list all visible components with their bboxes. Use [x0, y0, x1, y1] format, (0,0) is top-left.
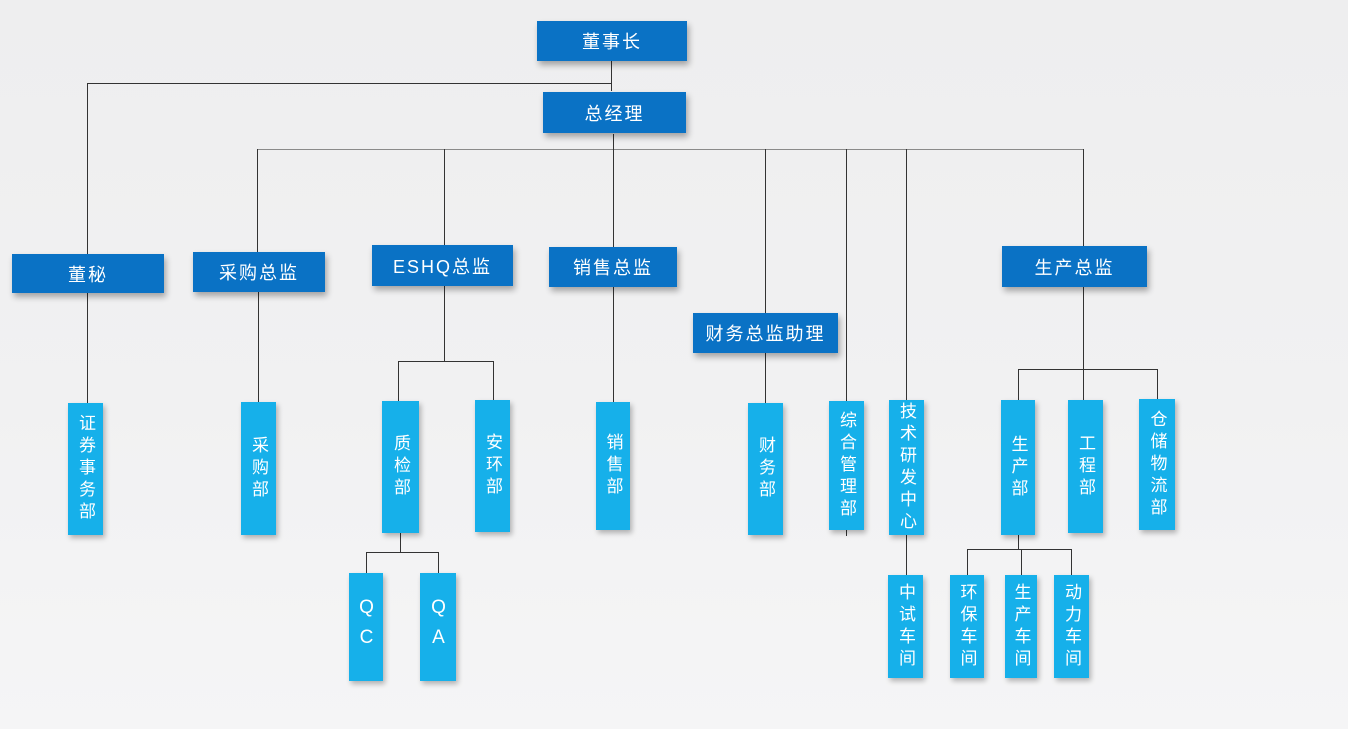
node-quality-inspection-dept[interactable]: 质检部: [382, 401, 419, 533]
node-qa[interactable]: QA: [420, 573, 456, 681]
node-warehouse-logistics-dept[interactable]: 仓储物流部: [1139, 399, 1175, 530]
connector-main-h: [257, 149, 1083, 150]
node-sales-director[interactable]: 销售总监: [549, 247, 677, 287]
connector-to-finance-assistant: [765, 149, 766, 313]
node-engineering-dept[interactable]: 工程部: [1068, 400, 1103, 533]
node-power-workshop[interactable]: 动力车间: [1054, 575, 1089, 678]
node-eshq-director[interactable]: ESHQ总监: [372, 245, 513, 286]
connector-quality-down: [400, 533, 401, 552]
connector-to-qa: [438, 552, 439, 573]
connector-to-warehouse: [1157, 369, 1158, 399]
node-board-secretary[interactable]: 董秘: [12, 254, 164, 293]
node-finance-director-assistant[interactable]: 财务总监助理: [693, 313, 838, 353]
connector-to-quality: [398, 361, 399, 401]
connector-salesdir-salesdept: [613, 287, 614, 402]
node-general-admin-dept[interactable]: 综合管理部: [829, 401, 864, 530]
connector-to-power-workshop: [1071, 549, 1072, 575]
connector-production-branch-h: [1018, 369, 1158, 370]
connector-to-qc: [366, 552, 367, 573]
node-env-protection-workshop[interactable]: 环保车间: [950, 575, 984, 678]
connector-proddir-down: [1083, 287, 1084, 369]
node-production-workshop[interactable]: 生产车间: [1005, 575, 1037, 678]
connector-procdir-procdept: [258, 292, 259, 402]
node-general-manager[interactable]: 总经理: [543, 92, 686, 133]
connector-to-production-workshop: [1021, 549, 1022, 575]
node-finance-dept[interactable]: 财务部: [748, 403, 783, 535]
node-securities-affairs-dept[interactable]: 证券事务部: [68, 403, 103, 535]
node-tech-rd-center[interactable]: 技术研发中心: [889, 400, 924, 535]
connector-eshq-branch-h: [398, 361, 494, 362]
connector-to-general-admin: [846, 149, 847, 401]
connector-to-engineering: [1083, 369, 1084, 400]
node-qc[interactable]: QC: [349, 573, 383, 681]
node-safety-env-dept[interactable]: 安环部: [475, 400, 510, 532]
node-production-director[interactable]: 生产总监: [1002, 246, 1147, 287]
node-procurement-dept[interactable]: 采购部: [241, 402, 276, 535]
node-production-dept[interactable]: 生产部: [1001, 400, 1035, 535]
connector-general-admin-stub: [846, 530, 847, 536]
connector-qcqa-branch-h: [366, 552, 439, 553]
connector-proddept-down: [1018, 535, 1019, 549]
connector-workshop-branch-h: [967, 549, 1072, 550]
connector-to-safety-env: [493, 361, 494, 400]
connector-eshq-down: [444, 285, 445, 361]
node-procurement-director[interactable]: 采购总监: [193, 252, 325, 292]
connector-to-tech-rd: [906, 149, 907, 400]
connector-gm-mainline: [613, 134, 614, 149]
connector-to-production-director: [1083, 149, 1084, 246]
connector-secretary-securities: [87, 293, 88, 403]
connector-secretary-v: [87, 83, 88, 254]
connector-techrd-pilot: [906, 535, 907, 575]
connector-to-eshq-director: [444, 149, 445, 245]
connector-secretary-branch-h: [87, 83, 612, 84]
connector-chairman-gm: [611, 61, 612, 91]
connector-to-procurement-director: [257, 149, 258, 252]
connector-to-production-dept: [1018, 369, 1019, 400]
node-pilot-workshop[interactable]: 中试车间: [888, 575, 923, 678]
node-sales-dept[interactable]: 销售部: [596, 402, 630, 530]
node-chairman[interactable]: 董事长: [537, 21, 687, 61]
connector-to-sales-director: [613, 149, 614, 247]
connector-finassist-findept: [765, 353, 766, 403]
connector-to-env-workshop: [967, 549, 968, 575]
